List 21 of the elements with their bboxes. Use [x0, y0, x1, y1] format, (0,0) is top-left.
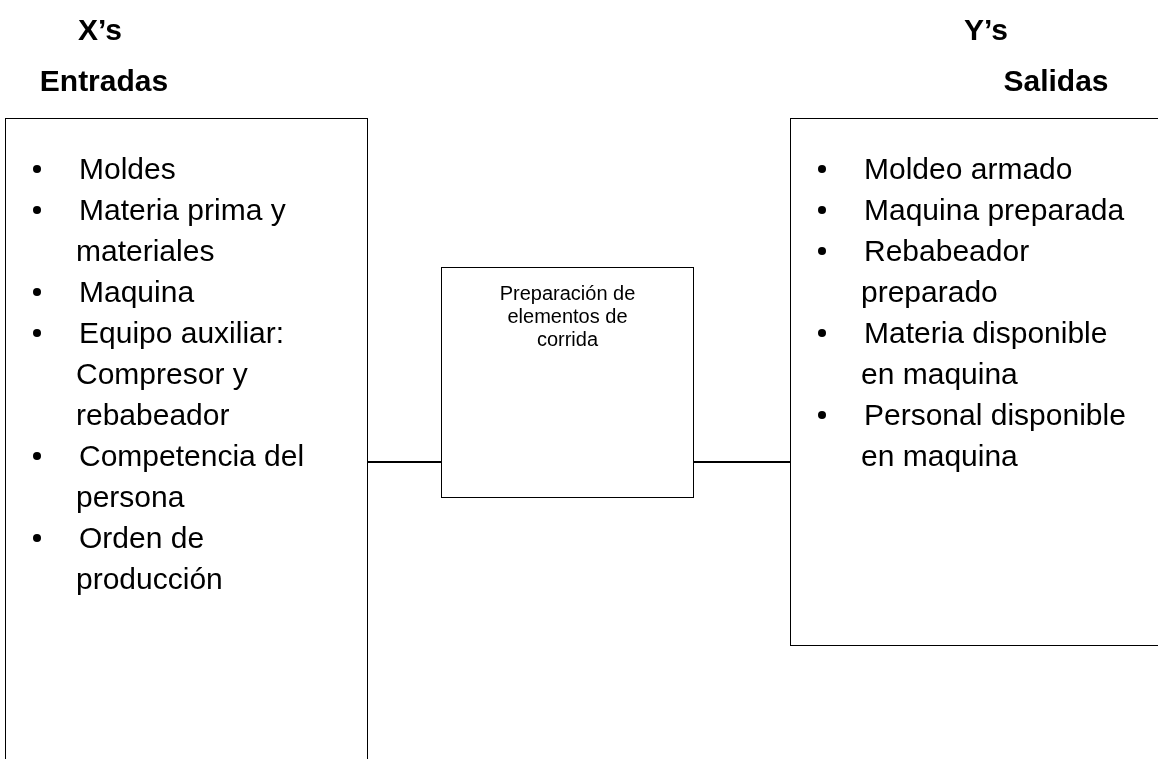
- list-item: Materia disponible en maquina: [861, 316, 1108, 390]
- list-item: Equipo auxiliar: Compresor y rebabeador: [76, 316, 285, 431]
- process-label: Preparación de elementos de corrida: [498, 282, 637, 351]
- list-item: Moldeo armado: [864, 152, 1073, 185]
- column-heading: X’s: [77, 12, 123, 48]
- list-item: Maquina preparada: [864, 193, 1125, 226]
- process-box: [441, 267, 694, 498]
- list-box: [5, 118, 368, 759]
- list-item: Moldes: [79, 152, 176, 185]
- list-item: Rebabeador preparado: [861, 234, 1030, 308]
- list-item: Materia prima y materiales: [76, 193, 286, 267]
- list-item: Competencia del persona: [76, 439, 305, 513]
- connector-line: [367, 461, 442, 463]
- list-item: Orden de producción: [76, 521, 223, 595]
- connector-line: [693, 461, 791, 463]
- column-heading: Salidas: [1002, 63, 1110, 99]
- list-box: [790, 118, 1158, 646]
- column-heading: Entradas: [38, 63, 170, 99]
- column-heading: Y’s: [963, 12, 1009, 48]
- list-item: Personal disponible en maquina: [861, 398, 1126, 472]
- list-item: Maquina: [79, 275, 195, 308]
